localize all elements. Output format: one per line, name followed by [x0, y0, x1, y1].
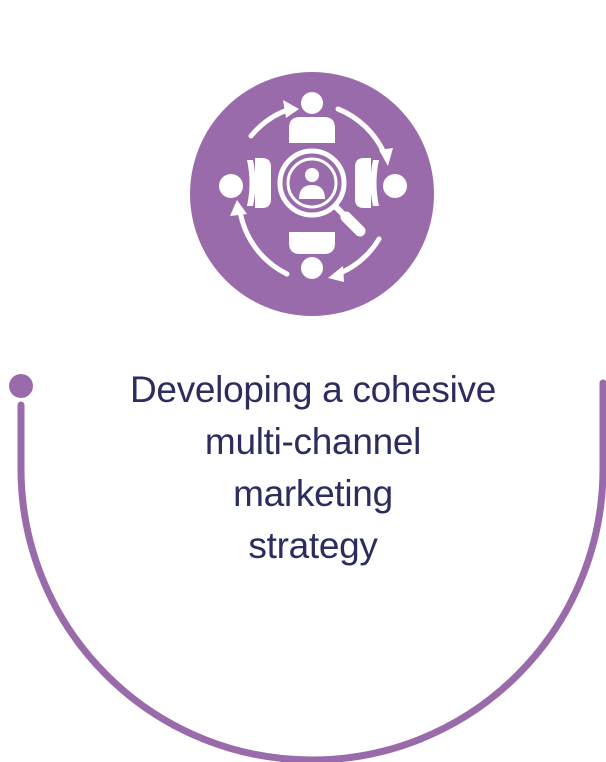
- arc-frame: [17, 379, 606, 762]
- arc-start-dot: [9, 374, 33, 398]
- caption-text: Developing a cohesive multi-channel mark…: [103, 364, 523, 572]
- caption-line-4: strategy: [248, 525, 378, 566]
- caption-line-3: marketing: [233, 473, 393, 514]
- caption-line-2: multi-channel: [204, 421, 422, 462]
- caption-line-1: Developing a cohesive: [130, 369, 496, 410]
- team-search-cycle-icon: [190, 72, 434, 316]
